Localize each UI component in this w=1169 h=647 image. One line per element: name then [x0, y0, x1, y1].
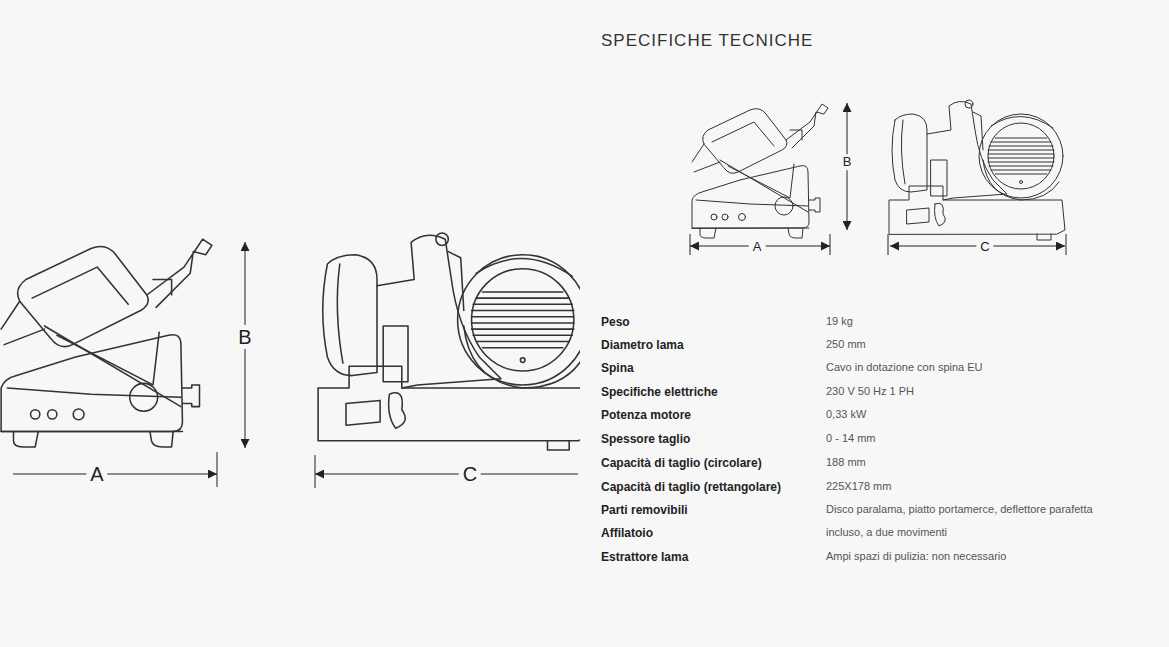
dimension-line — [1066, 234, 1067, 255]
page-title: SPECIFICHE TECNICHE — [601, 31, 813, 51]
dimension-letter: B — [839, 154, 856, 170]
slicer-drawing — [1, 100, 1065, 450]
slicer-drawing — [318, 233, 580, 450]
spec-value: 19 kg — [826, 315, 853, 328]
dimension-line — [315, 455, 316, 488]
spec-name: Affilatoio — [601, 526, 653, 540]
dimension-letter: A — [86, 462, 107, 486]
slicer-drawing — [692, 104, 828, 238]
slicer-drawing — [889, 100, 1065, 240]
spec-value: 0 - 14 mm — [826, 432, 876, 445]
spec-value: 225X178 mm — [826, 480, 891, 493]
spec-value: Disco paralama, piatto portamerce, defle… — [826, 503, 1093, 516]
spec-value: Cavo in dotazione con spina EU — [826, 361, 983, 374]
dimension-line — [690, 234, 691, 255]
dimension-letter: A — [749, 239, 766, 255]
spec-name: Diametro lama — [601, 338, 684, 352]
spec-name: Spessore taglio — [601, 432, 690, 446]
spec-value: 250 mm — [826, 338, 866, 351]
slicer-drawing — [318, 233, 580, 450]
slicer-drawing — [1, 239, 212, 447]
dimension-line — [217, 452, 218, 487]
spec-value: Ampi spazi di pulizia: non necessario — [826, 550, 1006, 563]
spec-name: Estrattore lama — [601, 550, 688, 564]
spec-name: Specifiche elettriche — [601, 385, 718, 399]
dimension-letter: C — [976, 239, 993, 255]
dimension-line — [830, 234, 831, 255]
dimension-line — [13, 474, 217, 475]
spec-name: Parti removibili — [601, 503, 688, 517]
dimension-line — [13, 103, 1066, 488]
spec-value: incluso, a due movimenti — [826, 526, 947, 539]
dimension-line — [888, 234, 889, 255]
spec-name: Potenza motore — [601, 408, 691, 422]
spec-name: Capacità di taglio (circolare) — [601, 456, 762, 470]
dimension-letter: B — [234, 325, 255, 349]
spec-value: 0,33 kW — [826, 408, 866, 421]
spec-value: 230 V 50 Hz 1 PH — [826, 385, 914, 398]
spec-name: Spina — [601, 361, 634, 375]
dimension-letter: C — [459, 462, 481, 486]
spec-name: Capacità di taglio (rettangolare) — [601, 480, 781, 494]
spec-value: 188 mm — [826, 456, 866, 469]
dimension-line — [315, 474, 578, 475]
spec-name: Peso — [601, 315, 630, 329]
